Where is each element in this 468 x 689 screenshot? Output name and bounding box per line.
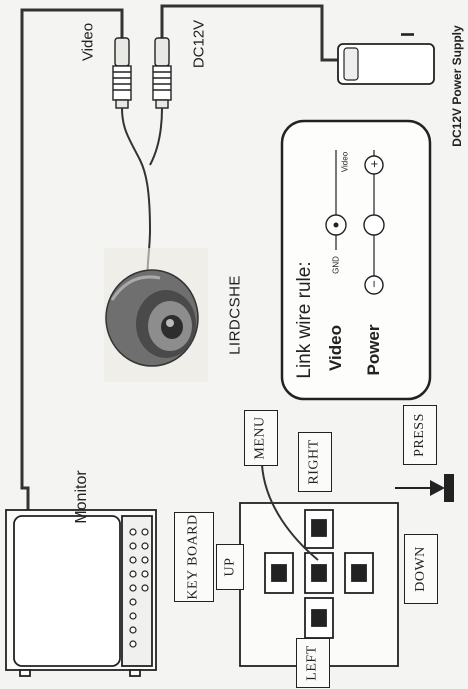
keyboard-pad — [239, 502, 399, 667]
rule-box-power-label: Power — [364, 324, 383, 376]
dome-camera — [104, 248, 208, 382]
menu-button-label: MENU — [253, 416, 269, 460]
menu-button[interactable]: MENU — [244, 410, 278, 466]
down-button-label-box[interactable]: DOWN — [404, 534, 438, 604]
keyboard-title: KEY BOARD — [186, 514, 202, 600]
video-label: Video — [79, 22, 97, 62]
power-supply-cable — [160, 4, 338, 62]
monitor-device — [5, 509, 157, 677]
video-cable — [20, 8, 124, 512]
dc12v-connector — [152, 37, 172, 109]
down-button-label: DOWN — [413, 546, 429, 592]
left-button-label: LEFT — [305, 645, 321, 681]
rule-box-video-label: Video — [326, 325, 345, 371]
plus-symbol: + — [366, 160, 382, 168]
video-connector — [112, 37, 132, 109]
up-button-label: UP — [222, 557, 237, 577]
dc12v-label: DC12V — [190, 19, 208, 69]
rule-box-gnd-label: GND — [331, 256, 341, 274]
power-supply-label: DC12V Power Supply — [450, 25, 464, 147]
monitor-label: Monitor — [73, 470, 90, 524]
press-label: PRESS — [412, 413, 427, 457]
pigtail-wire-power — [149, 107, 163, 166]
left-button-label-box[interactable]: LEFT — [296, 638, 330, 688]
up-button-label-box[interactable]: UP — [216, 544, 244, 590]
camera-model-label: LIRDCSHE — [226, 275, 244, 355]
right-button-label: RIGHT — [307, 439, 322, 485]
power-supply-mark: I — [398, 31, 419, 38]
rule-box-video-small-label: Video — [340, 151, 350, 173]
keyboard-cable — [260, 449, 319, 561]
press-label-box: PRESS — [403, 405, 437, 465]
keyboard-title-box: KEY BOARD — [174, 512, 214, 602]
link-wire-rule-box — [280, 119, 432, 401]
press-arrow-icon — [395, 474, 454, 502]
rule-box-title: Link wire rule: — [294, 261, 315, 379]
minus-symbol: − — [366, 280, 382, 288]
right-button-label-box[interactable]: RIGHT — [298, 432, 332, 492]
power-supply-unit — [337, 43, 435, 85]
